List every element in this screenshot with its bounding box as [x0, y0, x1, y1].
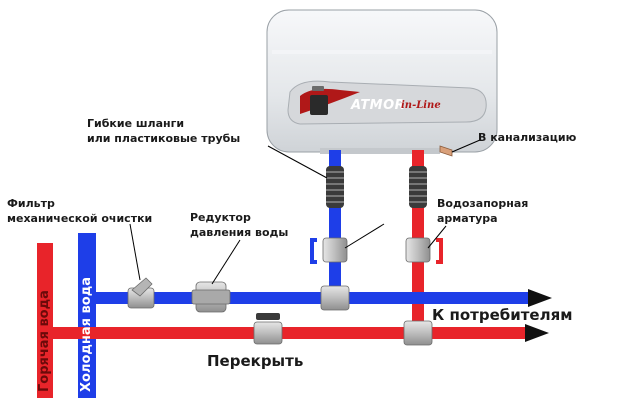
cold-line-arrow	[528, 289, 552, 307]
mechanical-filter	[127, 277, 155, 309]
hoses-leader	[267, 145, 328, 179]
shutoff-valve	[253, 313, 283, 345]
cold-flex-hose	[326, 166, 344, 208]
consumers-label: К потребителям	[432, 306, 573, 324]
heater-model: in-Line	[401, 100, 441, 111]
water-heater	[266, 9, 498, 154]
heater-indicator	[312, 86, 324, 91]
reducer-label: Редуктор давления воды	[190, 211, 289, 239]
filter-label: Фильтр механической очистки	[7, 197, 153, 225]
cold-main-header	[78, 233, 96, 398]
cold-line-pipe	[96, 292, 528, 304]
hot-main-header	[37, 243, 53, 398]
hot-water-label: Горячая вода	[37, 290, 52, 392]
hot-line-arrow	[525, 324, 549, 342]
drain-leader	[451, 139, 481, 153]
drain-fitting	[439, 145, 453, 157]
hot-flex-hose	[409, 166, 427, 208]
filter-leader	[129, 223, 141, 281]
cold-riser-valve	[310, 237, 348, 264]
valves-leader-hot	[427, 225, 447, 249]
hot-riser-valve	[405, 237, 443, 264]
drain-label: В канализацию	[478, 131, 577, 144]
hot-tee-fitting	[403, 320, 433, 346]
reducer-leader	[211, 239, 241, 285]
pressure-reducer	[191, 281, 231, 313]
valves-leader-cold	[344, 223, 385, 249]
heater-brand: ATMOR	[351, 98, 406, 113]
valves-label: Водозапорная арматура	[437, 197, 529, 225]
cold-water-label: Холодная вода	[79, 277, 94, 392]
shutoff-label: Перекрыть	[207, 352, 304, 370]
heater-display	[310, 95, 328, 115]
hot-line-pipe	[53, 327, 525, 339]
hoses-label: Гибкие шланги или пластиковые трубы	[87, 117, 241, 145]
cold-tee-fitting	[320, 285, 350, 311]
